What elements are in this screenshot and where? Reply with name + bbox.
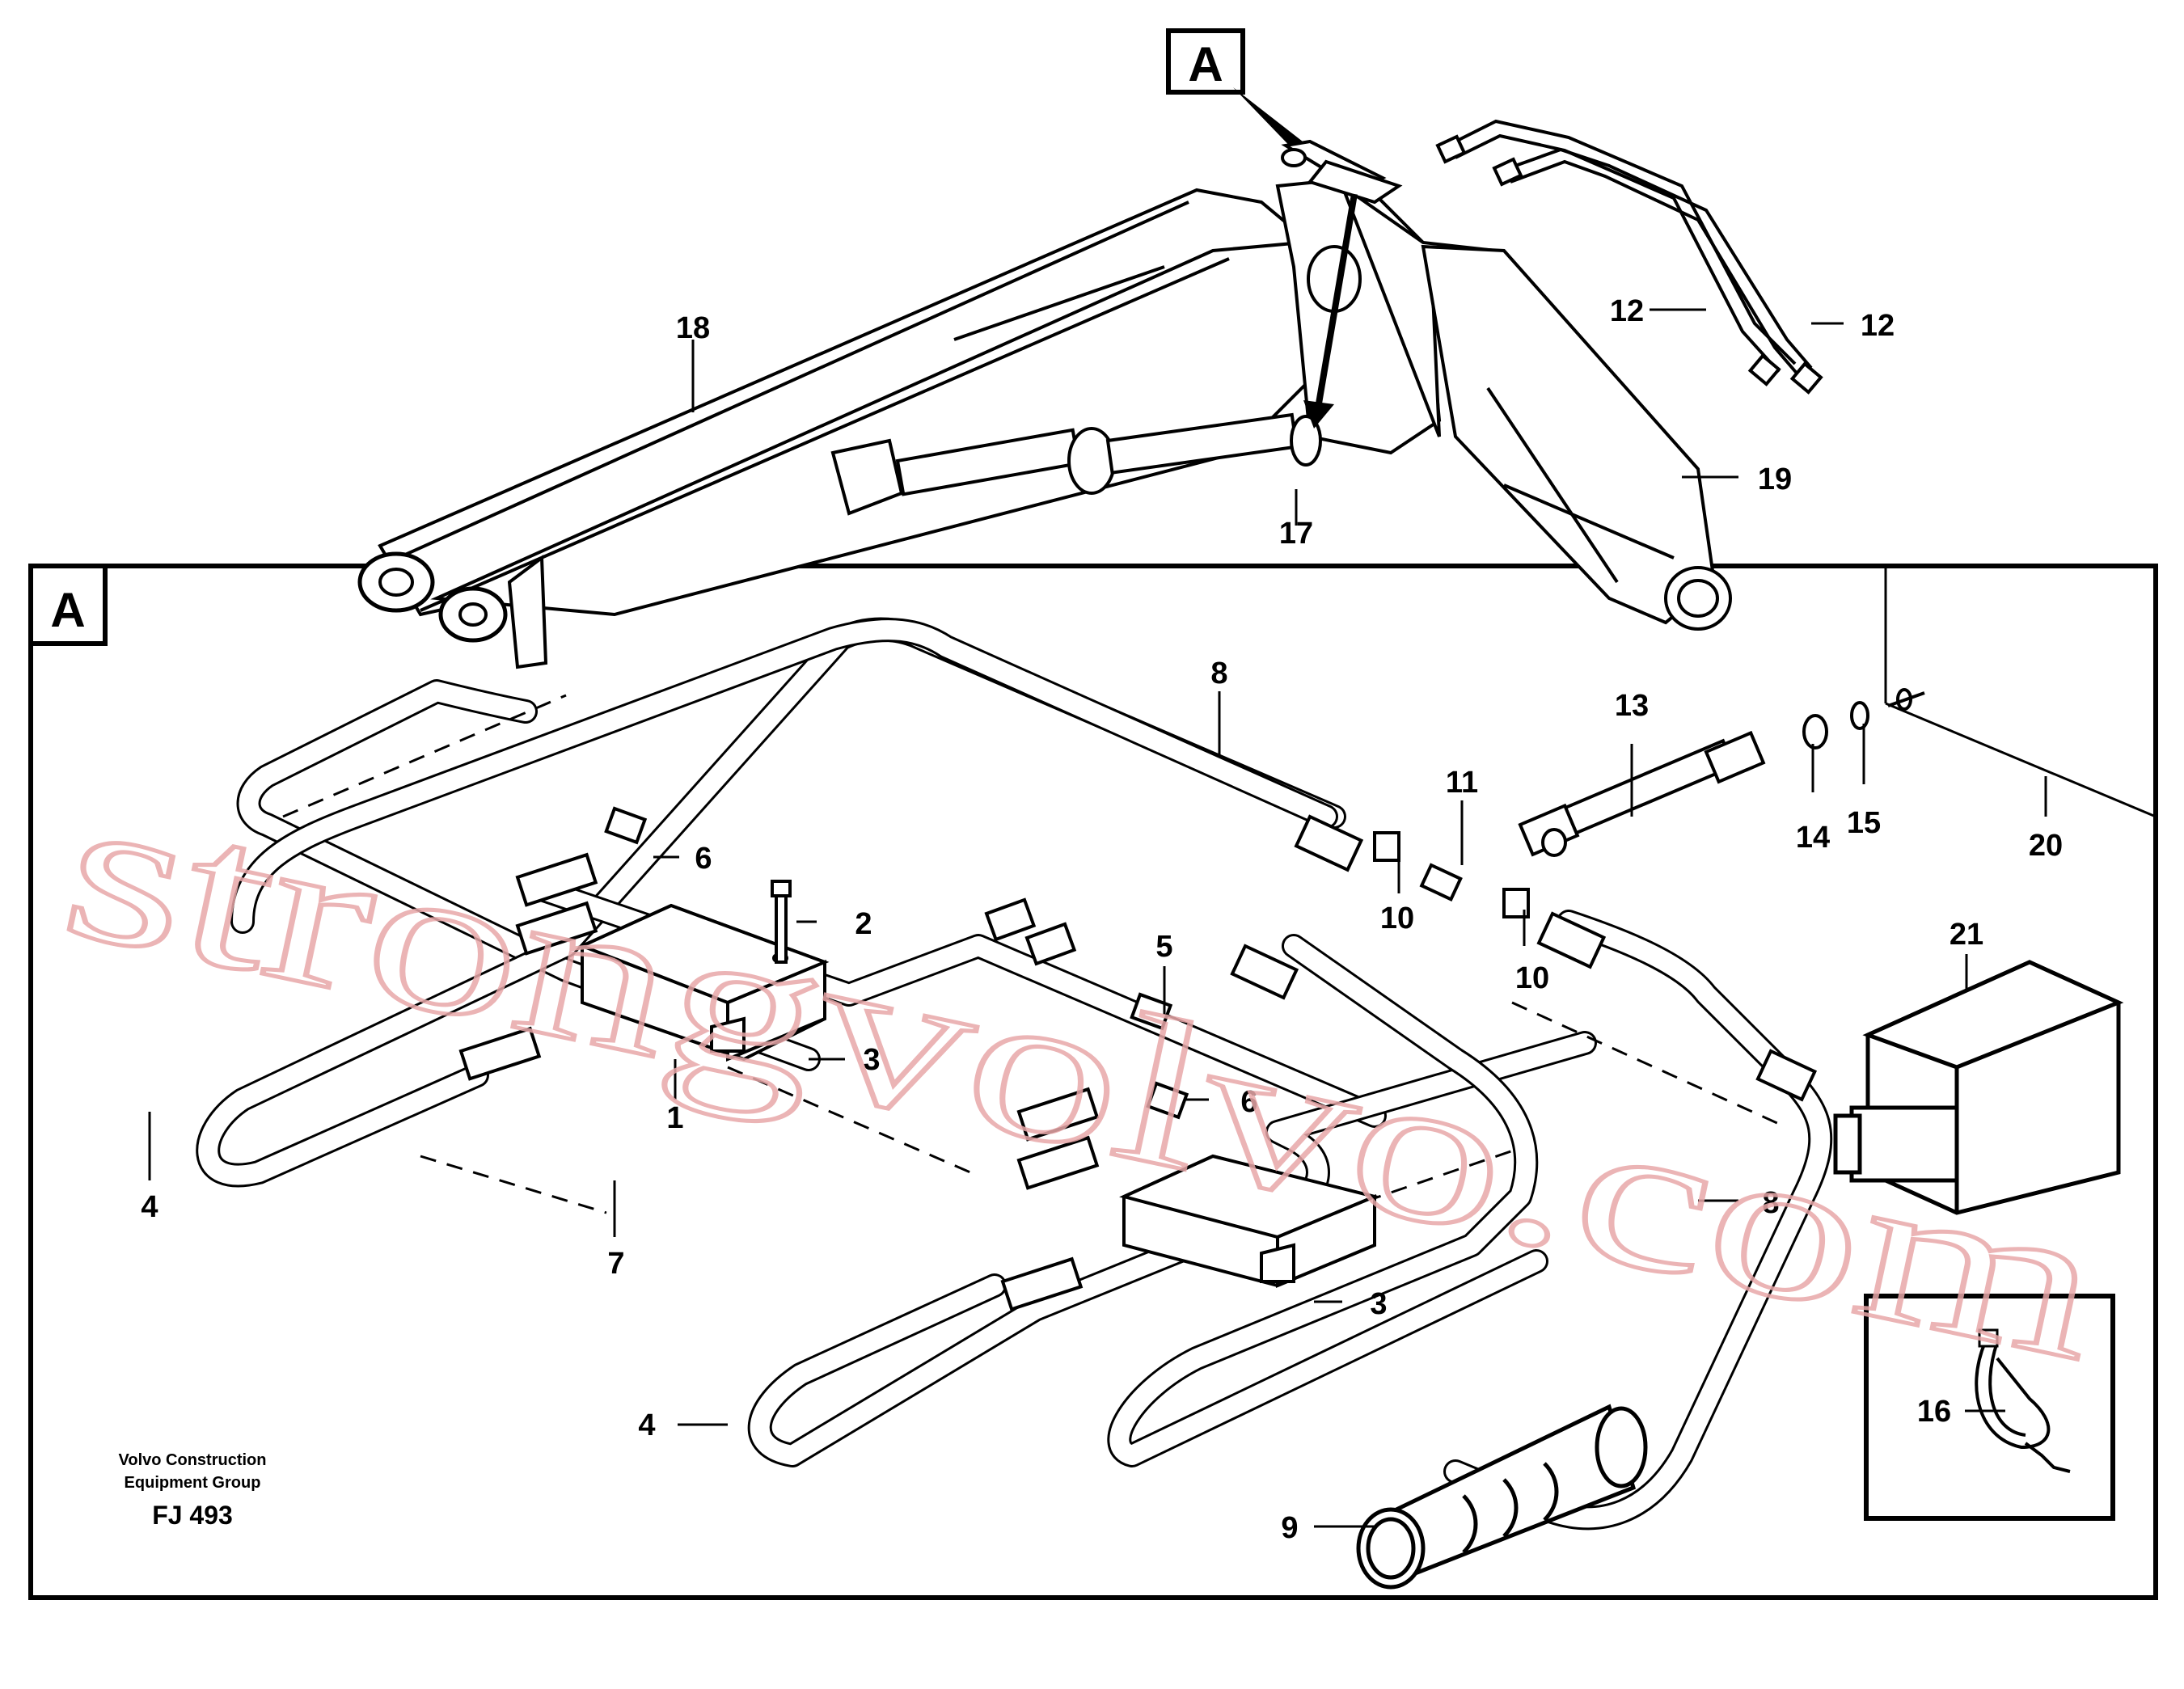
- top-callout-box: [1166, 28, 1245, 95]
- leader-lines: [148, 308, 2047, 1528]
- label-5: 5: [1155, 930, 1172, 964]
- hose-13: [1518, 688, 1925, 857]
- label-19: 19: [1758, 462, 1792, 496]
- label-9: 9: [1281, 1511, 1298, 1545]
- part-labels: 18 17 19 12 12 8 11 10 10 13 14 15 20 21…: [141, 294, 2063, 1545]
- callout-arrow-icon: [1233, 87, 1310, 157]
- label-6a: 6: [695, 842, 712, 876]
- label-8a: 8: [1210, 657, 1227, 690]
- detail-callout-letter: A: [50, 583, 85, 637]
- label-21: 21: [1950, 918, 1983, 952]
- location-arrow-icon: [1303, 400, 1334, 429]
- label-4b: 4: [638, 1408, 655, 1442]
- label-3b: 3: [1370, 1287, 1387, 1321]
- protective-sleeve: [1356, 1404, 1648, 1590]
- label-11: 11: [1446, 766, 1478, 800]
- footer-credit: Volvo Construction Equipment Group FJ 49…: [119, 1451, 267, 1530]
- valve-block-lower: [1119, 1154, 1380, 1288]
- label-8b: 8: [1762, 1186, 1779, 1220]
- label-1: 1: [666, 1101, 683, 1135]
- cable-tie-detail: [1864, 1294, 2115, 1521]
- company-line-1: Volvo Construction: [119, 1451, 267, 1469]
- boom-assembly: A: [357, 28, 1823, 669]
- label-3a: 3: [863, 1043, 880, 1077]
- label-15: 15: [1847, 806, 1881, 840]
- top-callout-letter: A: [1188, 37, 1223, 91]
- company-line-2: Equipment Group: [125, 1474, 261, 1492]
- label-10a: 10: [1380, 902, 1414, 935]
- label-6b: 6: [1240, 1085, 1257, 1119]
- label-2: 2: [855, 907, 872, 941]
- detail-frame: A: [28, 564, 2158, 1600]
- label-7: 7: [607, 1247, 624, 1281]
- label-20: 20: [2029, 829, 2063, 863]
- label-18: 18: [676, 311, 710, 345]
- section-lines: [1884, 566, 2157, 818]
- label-12a: 12: [1610, 294, 1644, 328]
- label-13: 13: [1615, 689, 1649, 723]
- figure-code: FJ 493: [152, 1501, 233, 1530]
- junction-box: [1833, 960, 2124, 1215]
- label-14: 14: [1796, 821, 1830, 855]
- label-4a: 4: [141, 1190, 158, 1224]
- label-12b: 12: [1861, 309, 1895, 343]
- location-arrow-line: [1315, 193, 1358, 409]
- valve-block-upper: [577, 880, 830, 1062]
- tube-routing: [196, 617, 1833, 1531]
- label-10b: 10: [1515, 961, 1549, 995]
- label-17: 17: [1279, 517, 1313, 551]
- label-16: 16: [1917, 1395, 1951, 1429]
- hose-fittings: [458, 806, 1818, 1311]
